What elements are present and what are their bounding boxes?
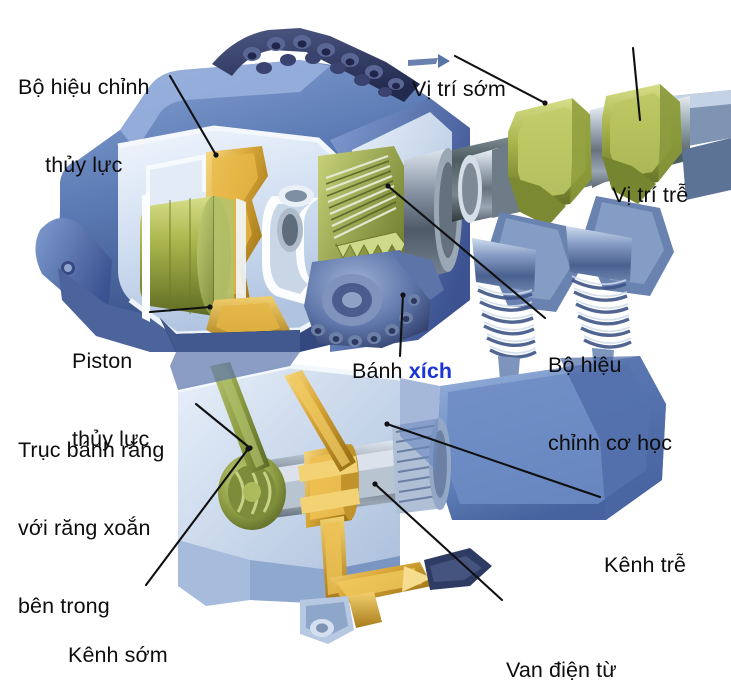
label-hydraulic-piston: Piston thủy lực [72, 296, 149, 504]
label-late-channel: Kênh trễ [604, 500, 686, 630]
label-early-channel: Kênh sớm [68, 590, 168, 687]
solenoid-valve-housing [177, 356, 666, 644]
label-late-position: Vị trí trễ [612, 130, 688, 260]
label-line: bên trong [18, 594, 110, 618]
label-hydraulic-adjuster: Bộ hiệu chỉnh thủy lực [18, 22, 150, 230]
cam-lobe-late [602, 84, 682, 204]
label-line: thủy lực [45, 153, 123, 177]
label-line: với răng xoắn [18, 516, 151, 540]
label-line: Vị trí sớm [412, 77, 506, 101]
label-line: thủy lực [72, 427, 150, 451]
label-mechanical-adjuster: Bộ hiệu chỉnh cơ học [548, 300, 672, 508]
hydraulic-piston-drum [140, 196, 234, 316]
label-line: chỉnh cơ học [548, 431, 673, 455]
label-word-xich: xích [408, 359, 453, 383]
label-gear-shaft-helical: Trục bánh răng với răng xoắn bên trong [18, 385, 164, 671]
label-line: Kênh sớm [68, 643, 168, 667]
timing-chain [212, 28, 450, 102]
label-chain-sprocket: Bánh xích [352, 358, 452, 384]
label-line: Van điện từ [506, 658, 617, 682]
label-solenoid-valve: Van điện từ [506, 605, 617, 687]
label-line: Piston [72, 349, 133, 373]
label-early-position: Vị trí sớm [412, 24, 506, 154]
label-word-banh: Bánh [352, 359, 409, 383]
label-line: Bộ hiệu chỉnh [18, 75, 150, 99]
label-line: Bộ hiệu [548, 353, 622, 377]
label-line: Trục bánh răng [18, 438, 165, 462]
cam-lobe-early [508, 98, 596, 226]
label-line: Vị trí trễ [612, 183, 689, 207]
label-line: Kênh trễ [604, 553, 687, 577]
